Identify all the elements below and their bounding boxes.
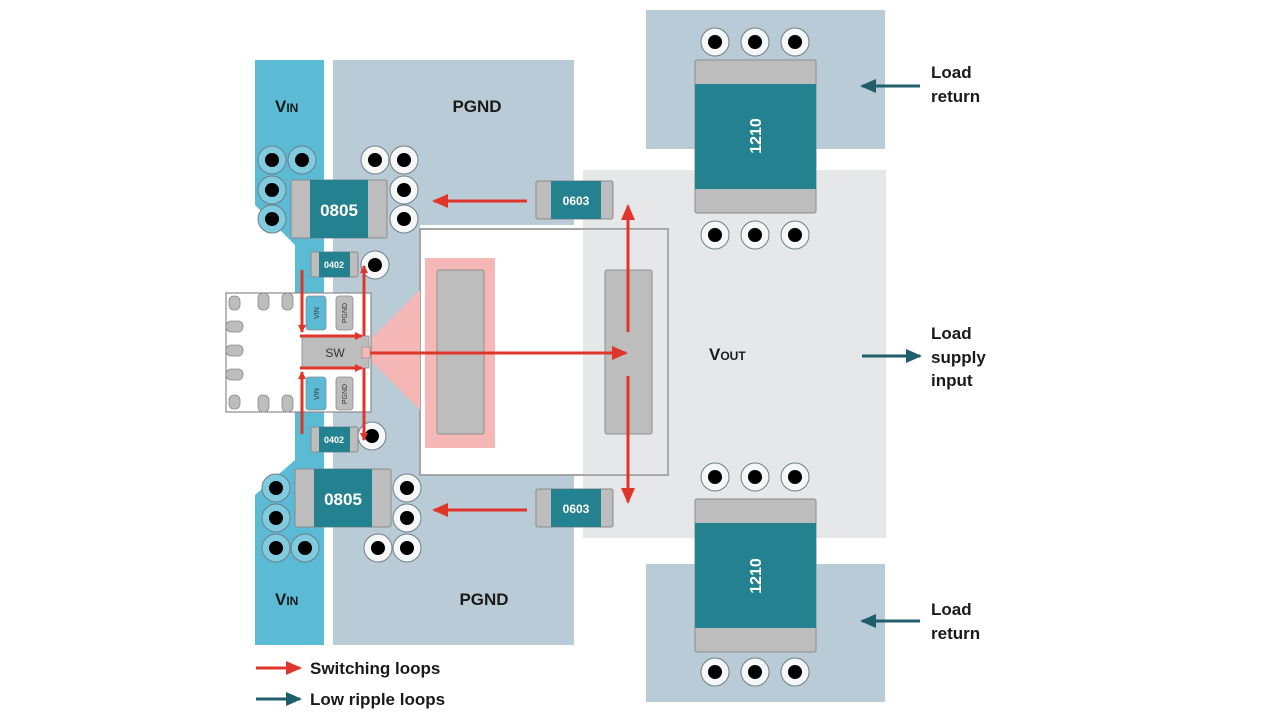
via-hole [748,35,762,49]
capacitor-1210-bottom: 1210 [694,498,817,653]
via-group [257,27,810,687]
capacitor-0805-top: 0805 [290,179,388,239]
ic-pin-vin-top-label: VIN [314,307,321,319]
via-hole [265,183,279,197]
via-hole [269,481,283,495]
switching-loop-arrows [298,194,635,517]
ic-pin-vin-bottom-label: VIN [314,388,321,400]
low-ripple-loop-arrows [860,79,922,628]
via-hole [788,228,802,242]
ic-pin-vin-bottom [305,376,327,411]
vin-label-top: VIN [275,97,298,116]
load-supply-input-label: Load supply input [931,324,991,390]
capacitor-0805-bottom: 0805 [294,468,392,528]
via-hole [708,228,722,242]
via-hole [397,212,411,226]
via-hole [295,153,309,167]
svg-text:0805: 0805 [320,201,358,220]
ic-pin-pgnd-top-label: PGND [342,303,349,323]
via-hole [368,153,382,167]
legend-switching-loops: Switching loops [310,659,440,678]
ic-package: SW VIN PGND VIN PGND [225,292,372,413]
pgnd-plane [333,60,574,645]
via-hole [400,541,414,555]
svg-text:0805: 0805 [324,490,362,509]
ic-pin-vin-top [305,295,327,331]
sw-highlight-trace [370,290,420,410]
capacitor-0402-bottom: 0402 [310,426,359,453]
load-return-top-label: Load return [931,63,980,106]
via-hole [708,665,722,679]
via-hole [748,228,762,242]
svg-text:0603: 0603 [563,502,590,516]
via-hole [371,541,385,555]
via-hole [400,481,414,495]
via-hole [788,665,802,679]
svg-text:1210: 1210 [748,118,765,154]
via-hole [368,258,382,272]
capacitor-1210-top: 1210 [694,59,817,214]
vout-label: VOUT [709,345,746,364]
load-return-bottom-label: Load return [931,600,980,643]
via-hole [788,470,802,484]
vin-label-bottom: VIN [275,590,298,609]
legend-low-ripple-loops: Low ripple loops [310,690,445,709]
via-hole [269,541,283,555]
via-hole [298,541,312,555]
pgnd-label-bottom: PGND [459,590,508,609]
via-hole [748,470,762,484]
svg-text:1210: 1210 [748,558,765,594]
ic-pin-pgnd-bottom [335,376,354,411]
via-hole [708,470,722,484]
via-hole [397,153,411,167]
capacitor-0402-top: 0402 [310,251,359,278]
via-hole [400,511,414,525]
via-hole [788,35,802,49]
sw-pin-label: SW [325,346,345,360]
via-hole [265,212,279,226]
svg-text:0402: 0402 [324,260,344,270]
svg-text:0603: 0603 [563,194,590,208]
capacitor-0603-bottom: 0603 [535,488,614,528]
via-hole [265,153,279,167]
ic-pin-pgnd-top [335,295,354,331]
legend: Switching loops Low ripple loops [256,659,445,709]
via-hole [365,429,379,443]
via-hole [397,183,411,197]
pgnd-label-top: PGND [452,97,501,116]
via-hole [708,35,722,49]
via-hole [269,511,283,525]
via-hole [748,665,762,679]
ic-pin-pgnd-bottom-label: PGND [342,384,349,404]
capacitor-0603-top: 0603 [535,180,614,220]
svg-text:0402: 0402 [324,435,344,445]
